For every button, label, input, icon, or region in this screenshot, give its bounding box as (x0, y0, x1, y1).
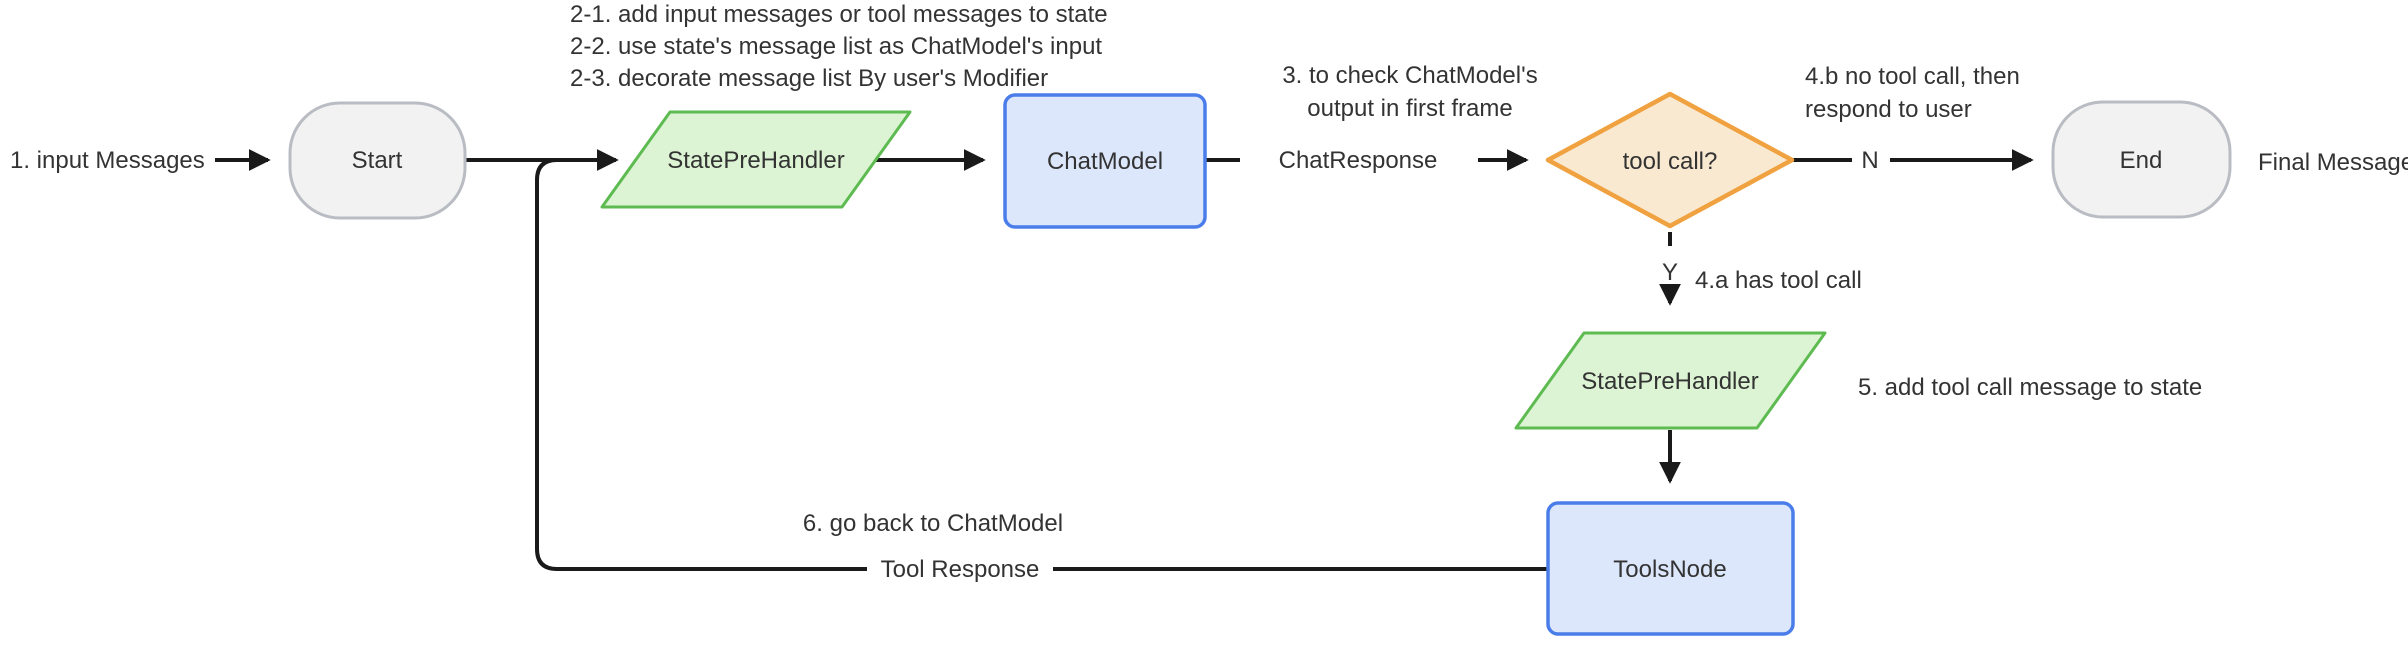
node-tools-node: ToolsNode (1546, 501, 1795, 636)
state-pre-handler-2-label: StatePreHandler (1581, 368, 1758, 395)
chat-model-shape (1003, 93, 1207, 229)
node-start: Start (288, 101, 467, 220)
annotation-step2-line3: 2-3. decorate message list By user's Mod… (570, 65, 1048, 92)
node-end: End (2051, 100, 2232, 219)
annotation-step5: 5. add tool call message to state (1858, 374, 2202, 401)
node-tool-call-decision: tool call? (1545, 91, 1795, 229)
edge-label-y: Y (1662, 259, 1678, 286)
node-chat-model: ChatModel (1003, 93, 1207, 229)
tools-node-shape (1546, 501, 1795, 636)
annotation-final-message: Final Message (2258, 149, 2408, 176)
annotation-step6: 6. go back to ChatModel (803, 510, 1063, 537)
edge-label-tool-response: Tool Response (881, 556, 1040, 583)
state-pre-handler-2-shape (1514, 331, 1827, 430)
edge-toolsnode-feedback-left (535, 158, 867, 571)
edge-label-n: N (1861, 147, 1878, 174)
chat-model-label: ChatModel (1047, 148, 1163, 175)
end-shape (2051, 100, 2232, 219)
annotation-step2: 2-1. add input messages or tool messages… (570, 1, 1108, 92)
edge-label-chat-response: ChatResponse (1279, 147, 1438, 174)
start-shape (288, 101, 467, 220)
tool-call-decision-label: tool call? (1623, 148, 1718, 175)
state-pre-handler-1-shape (600, 110, 912, 209)
annotation-input-messages: 1. input Messages (10, 147, 205, 174)
node-state-pre-handler-2: StatePreHandler (1514, 331, 1827, 430)
end-label: End (2120, 147, 2163, 174)
annotation-step4b-line2: respond to user (1805, 96, 1972, 123)
state-pre-handler-1-label: StatePreHandler (667, 147, 844, 174)
annotation-step3-line1: 3. to check ChatModel's (1282, 62, 1537, 89)
annotation-step2-line2: 2-2. use state's message list as ChatMod… (570, 33, 1102, 60)
annotation-step4a: 4.a has tool call (1695, 267, 1862, 294)
annotation-step3: 3. to check ChatModel's output in first … (1282, 62, 1537, 122)
start-label: Start (352, 147, 403, 174)
node-state-pre-handler-1: StatePreHandler (600, 110, 912, 209)
annotation-step3-line2: output in first frame (1307, 95, 1512, 122)
annotation-step4b-line1: 4.b no tool call, then (1805, 63, 2020, 90)
annotation-step2-line1: 2-1. add input messages or tool messages… (570, 1, 1108, 28)
tool-call-decision-shape (1545, 91, 1795, 229)
annotation-step4b: 4.b no tool call, then respond to user (1805, 63, 2020, 123)
tools-node-label: ToolsNode (1613, 556, 1726, 583)
